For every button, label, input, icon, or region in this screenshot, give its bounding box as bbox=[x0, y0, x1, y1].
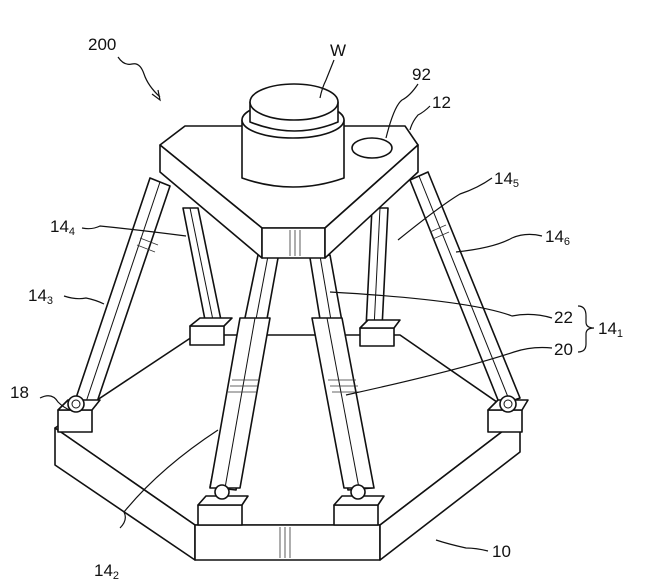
label-18: 18 bbox=[10, 383, 29, 402]
label-14-2: 142 bbox=[94, 561, 119, 582]
label-14-5: 145 bbox=[494, 169, 519, 190]
label-14-1: 141 bbox=[598, 319, 623, 340]
leg-14-5 bbox=[360, 208, 400, 346]
label-14-4: 144 bbox=[50, 217, 75, 238]
marker-92-ellipse bbox=[352, 138, 392, 158]
workpiece-w bbox=[242, 84, 344, 187]
label-14-3: 143 bbox=[28, 286, 53, 307]
label-10: 10 bbox=[492, 542, 511, 561]
label-20: 20 bbox=[554, 340, 573, 359]
label-12: 12 bbox=[432, 93, 451, 112]
label-200: 200 bbox=[88, 35, 116, 54]
label-w: W bbox=[330, 41, 346, 60]
label-92: 92 bbox=[412, 65, 431, 84]
leg-14-4 bbox=[183, 208, 232, 345]
label-22: 22 bbox=[554, 308, 573, 327]
label-14-6: 146 bbox=[545, 227, 570, 248]
base-plate bbox=[55, 335, 520, 560]
